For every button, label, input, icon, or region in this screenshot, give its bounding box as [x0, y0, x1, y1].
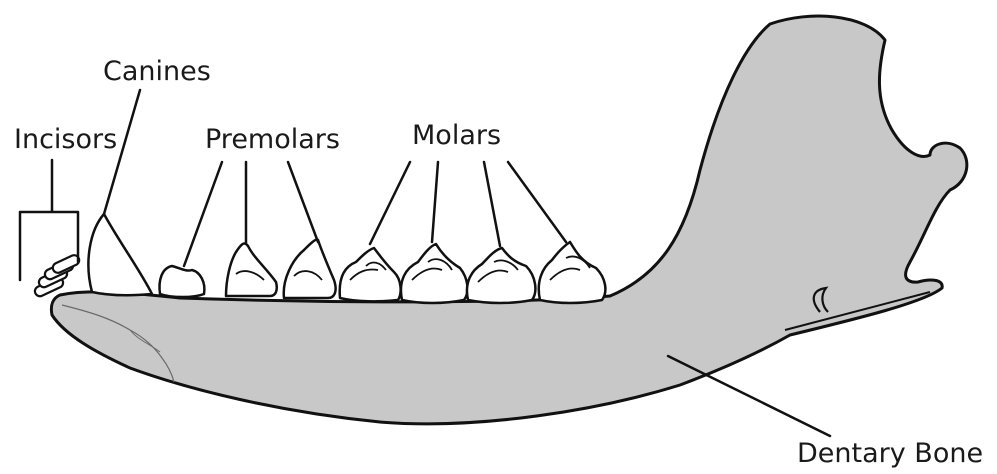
molar-pointer-3: [484, 162, 500, 246]
premolar-pointer-1: [184, 162, 222, 266]
premolars-label: Premolars: [205, 126, 340, 153]
incisors-label: Incisors: [14, 126, 117, 153]
canines-label: Canines: [103, 58, 211, 85]
molar-pointer-2: [432, 162, 438, 242]
molar-pointer-1: [370, 162, 410, 244]
molars-label: Molars: [412, 122, 501, 149]
premolar-teeth: [160, 240, 336, 298]
canine-tooth: [88, 214, 152, 295]
molar-teeth: [340, 242, 606, 303]
dentary-bone-label: Dentary Bone: [797, 440, 983, 467]
molar-pointer-4: [508, 162, 566, 242]
dentary-bone-pointer: [668, 356, 830, 436]
premolar-pointer-3: [288, 162, 318, 242]
incisor-teeth: [33, 254, 81, 298]
